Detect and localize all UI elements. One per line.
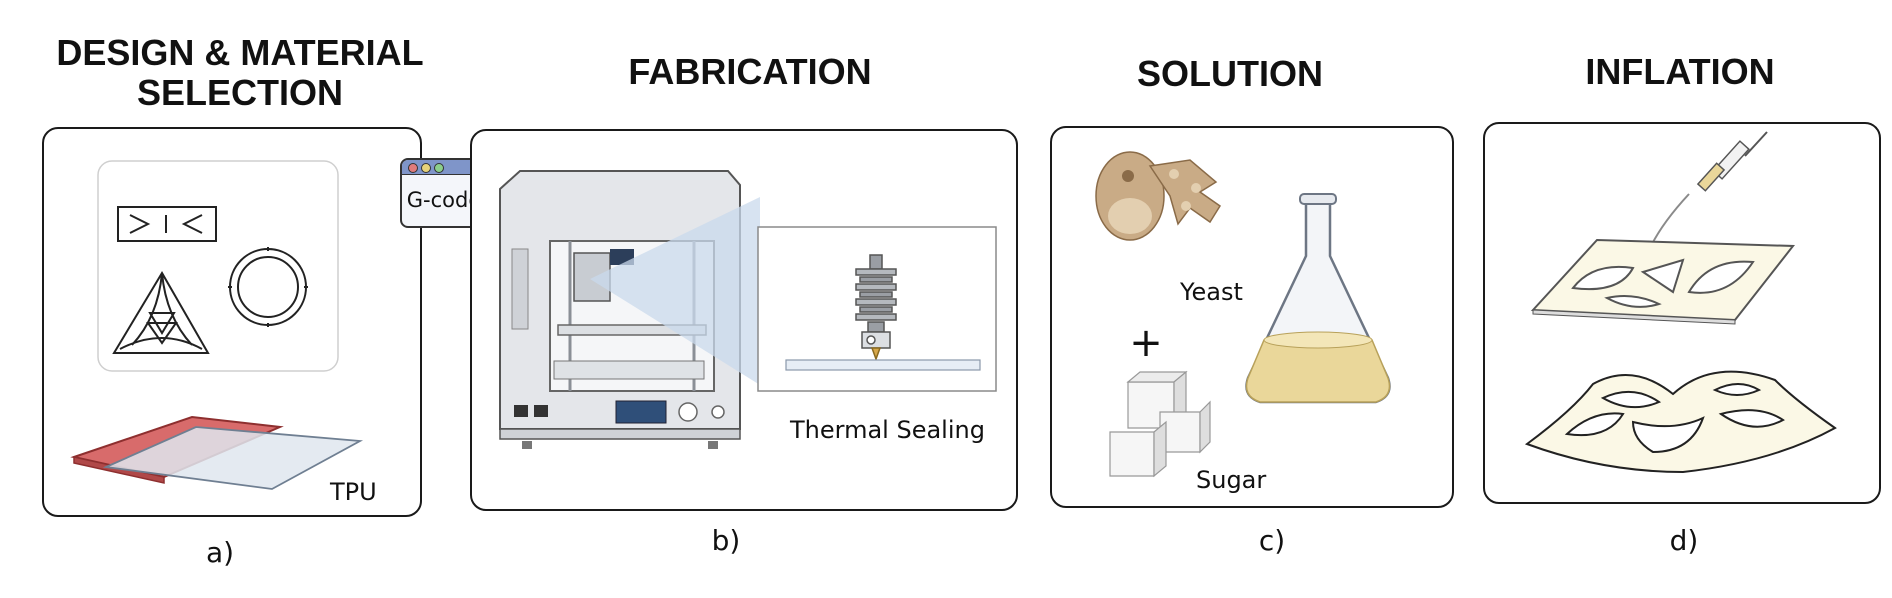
caption-d: d) xyxy=(1669,524,1699,557)
design-illustration xyxy=(70,160,364,490)
inflation-illustration xyxy=(1524,131,1837,474)
window-minimize-dot xyxy=(421,163,431,173)
inflated-actuator-icon xyxy=(1524,370,1837,474)
magnifier-cone xyxy=(590,197,760,385)
fabrication-illustration xyxy=(499,170,997,449)
plus-sign: + xyxy=(1129,320,1163,366)
gcode-label: G-code xyxy=(406,188,482,212)
yeast-icon xyxy=(1095,151,1222,241)
design-card xyxy=(97,160,339,372)
flask-icon xyxy=(1245,193,1391,404)
thermal-sealing-label: Thermal Sealing xyxy=(790,416,985,444)
caption-c: c) xyxy=(1258,524,1286,557)
window-maximize-dot xyxy=(434,163,444,173)
window-title-bar xyxy=(402,160,486,175)
window-close-dot xyxy=(408,163,418,173)
stage-c-title: SOLUTION xyxy=(1137,53,1323,94)
stage-d-title: INFLATION xyxy=(1585,51,1775,92)
stage-a-title-line1: DESIGN & MATERIAL xyxy=(56,32,424,73)
stage-a-title: DESIGN & MATERIAL SELECTION xyxy=(30,33,450,113)
triangle-pattern-icon xyxy=(112,271,210,354)
ring-pattern-icon xyxy=(228,247,308,327)
less-than-icon xyxy=(181,214,203,234)
tpu-film-icon xyxy=(102,426,364,490)
print-bed xyxy=(785,359,981,371)
caption-b: b) xyxy=(711,524,741,557)
flat-actuator-sheet-icon xyxy=(1530,238,1796,325)
greater-than-icon xyxy=(129,214,151,234)
tpu-label: TPU xyxy=(330,478,377,506)
solution-illustration: + xyxy=(1095,151,1391,478)
sugar-cubes-icon xyxy=(1109,370,1211,478)
stage-a-title-line2: SELECTION xyxy=(136,72,343,113)
yeast-label: Yeast xyxy=(1180,278,1243,306)
syringe-icon xyxy=(1650,131,1768,247)
sugar-label: Sugar xyxy=(1196,466,1267,494)
stage-b-title: FABRICATION xyxy=(628,51,872,92)
nozzle-heatsink-icon xyxy=(855,254,897,362)
caption-a: a) xyxy=(205,536,235,569)
